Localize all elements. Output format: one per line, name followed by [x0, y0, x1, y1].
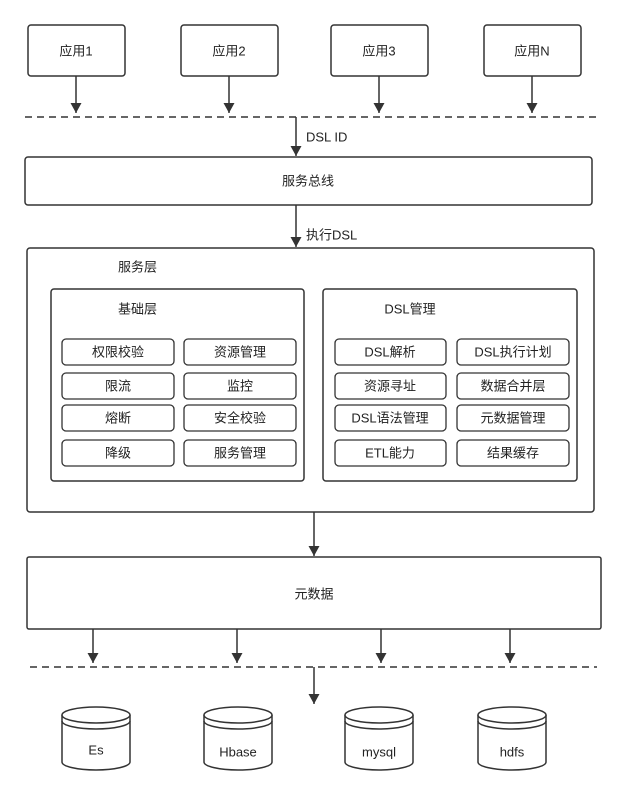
dsl-item-syntax-management: DSL语法管理: [334, 404, 447, 432]
dsl-item-label: DSL解析: [364, 345, 415, 360]
app-box-1: 应用1: [27, 24, 126, 77]
storage-label: Es: [88, 743, 104, 758]
base-item-circuit-breaker: 熔断: [61, 404, 175, 432]
service-bus-label: 服务总线: [282, 174, 334, 189]
base-item-label: 服务管理: [214, 446, 266, 461]
dsl-item-result-cache: 结果缓存: [456, 439, 570, 467]
database-icon: [477, 715, 547, 771]
base-item-label: 安全校验: [214, 411, 266, 426]
base-item-rate-limit: 限流: [61, 372, 175, 400]
database-icon: [61, 715, 131, 771]
app-label-1: 应用1: [59, 44, 92, 59]
dsl-item-metadata-management: 元数据管理: [456, 404, 570, 432]
app-box-n: 应用N: [483, 24, 582, 77]
storage-label: hdfs: [500, 745, 525, 760]
storage-hbase: Hbase: [203, 706, 273, 771]
metadata-label: 元数据: [294, 587, 333, 602]
dsl-item-label: DSL语法管理: [351, 411, 428, 426]
storage-label: Hbase: [219, 745, 257, 760]
storage-hdfs: hdfs: [477, 706, 547, 771]
service-layer-label: 服务层: [118, 260, 157, 275]
storage-mysql: mysql: [344, 706, 414, 771]
dsl-item-resource-addressing: 资源寻址: [334, 372, 447, 400]
base-item-monitoring: 监控: [183, 372, 297, 400]
dsl-item-label: 结果缓存: [487, 446, 539, 461]
base-item-label: 权限校验: [92, 345, 144, 360]
dsl-item-label: DSL执行计划: [474, 345, 551, 360]
service-bus-box: 服务总线: [24, 156, 593, 206]
base-item-permission-check: 权限校验: [61, 338, 175, 366]
base-item-label: 监控: [227, 379, 253, 394]
app-label-2: 应用2: [212, 44, 245, 59]
dsl-management-box: DSL管理 DSL解析 DSL执行计划 资源寻址 数据合并层 DSL语法管理 元…: [322, 288, 578, 482]
app-box-2: 应用2: [180, 24, 279, 77]
base-item-security-check: 安全校验: [183, 404, 297, 432]
base-item-resource-management: 资源管理: [183, 338, 297, 366]
dsl-item-label: ETL能力: [365, 446, 415, 461]
base-item-degradation: 降级: [61, 439, 175, 467]
base-item-service-management: 服务管理: [183, 439, 297, 467]
dsl-item-data-merge-layer: 数据合并层: [456, 372, 570, 400]
dsl-item-label: 元数据管理: [480, 411, 545, 426]
dsl-management-label: DSL管理: [384, 302, 435, 317]
dsl-item-label: 数据合并层: [480, 379, 545, 394]
base-item-label: 熔断: [105, 411, 131, 426]
app-label-n: 应用N: [514, 44, 549, 59]
base-item-label: 降级: [105, 446, 131, 461]
edge-label-dsl-id: DSL ID: [306, 130, 347, 145]
base-layer-box: 基础层 权限校验 资源管理 限流 监控 熔断 安全校验 降级: [50, 288, 305, 482]
dsl-item-execution-plan: DSL执行计划: [456, 338, 570, 366]
app-label-3: 应用3: [362, 44, 395, 59]
base-item-label: 资源管理: [214, 345, 266, 360]
database-icon: [203, 715, 273, 771]
edge-label-execute-dsl: 执行DSL: [306, 228, 357, 243]
base-item-label: 限流: [105, 379, 131, 394]
base-layer-label: 基础层: [118, 302, 157, 317]
dsl-item-parse: DSL解析: [334, 338, 447, 366]
dsl-item-label: 资源寻址: [364, 379, 416, 394]
metadata-box: 元数据: [26, 556, 602, 630]
database-icon: [344, 715, 414, 771]
storage-label: mysql: [362, 745, 396, 760]
app-box-3: 应用3: [330, 24, 429, 77]
storage-es: Es: [61, 706, 131, 771]
dsl-item-etl-capability: ETL能力: [334, 439, 447, 467]
